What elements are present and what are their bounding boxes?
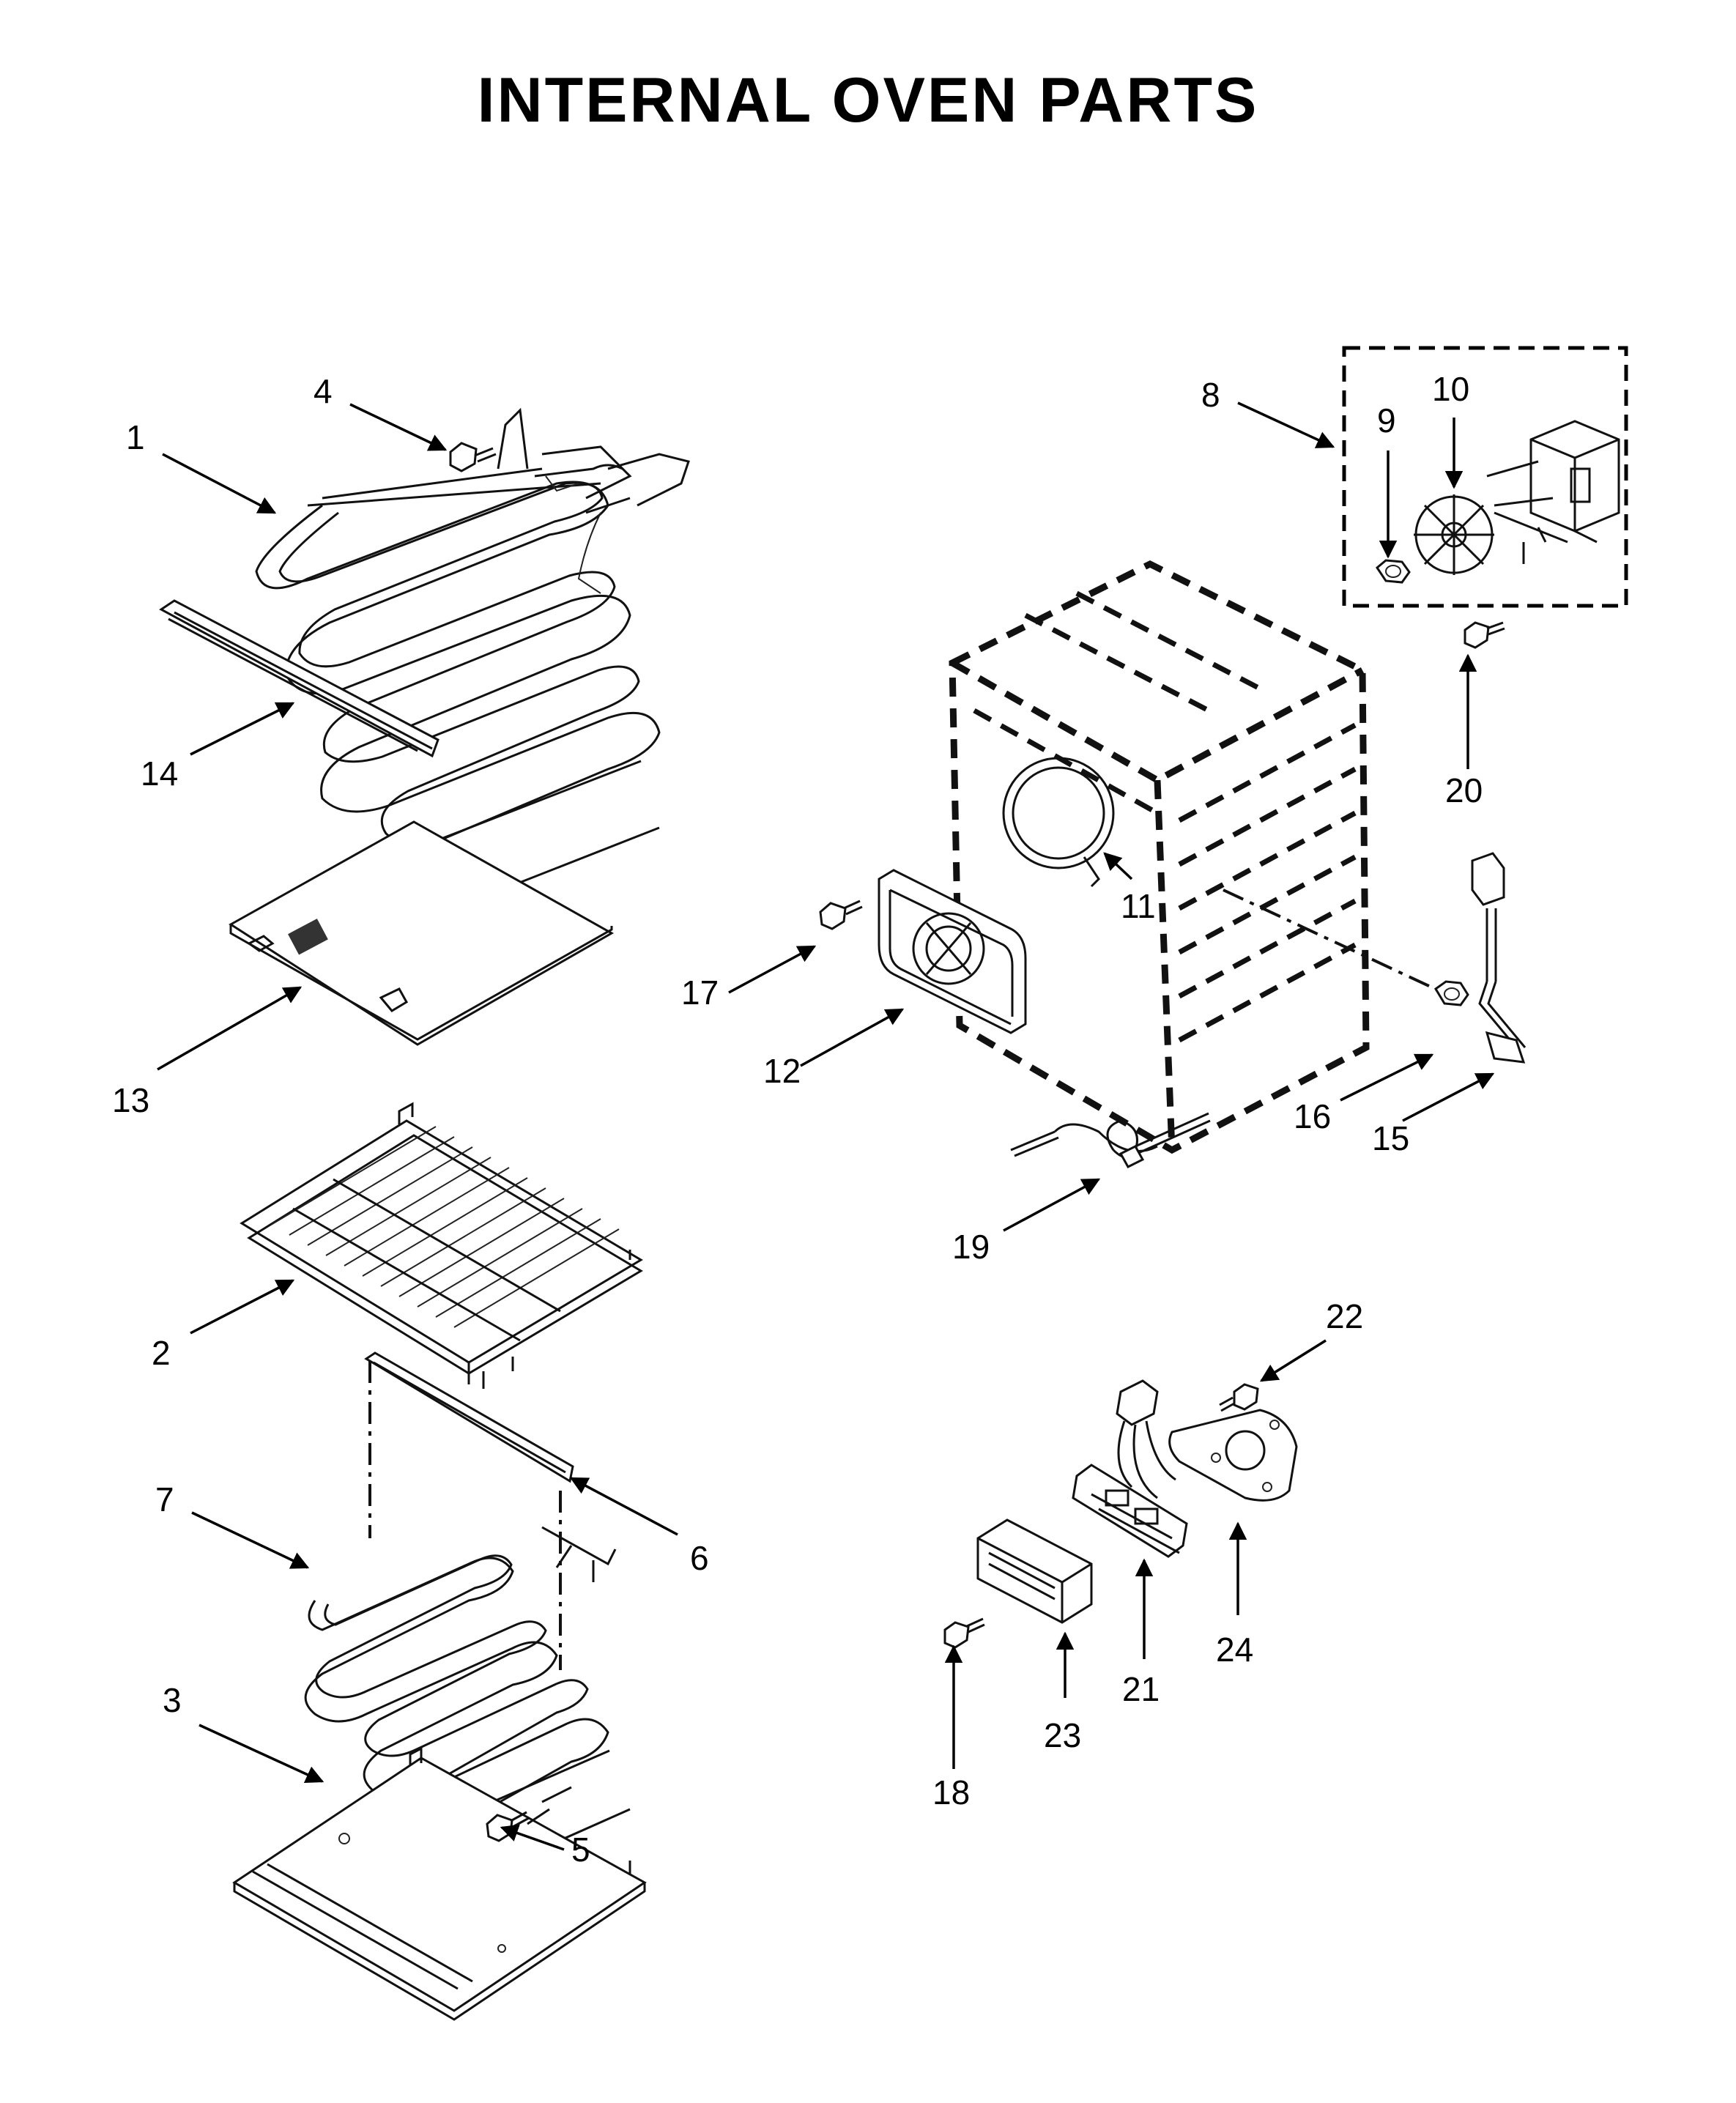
part-8-oven-cavity <box>949 560 1370 1154</box>
part-17-screw <box>819 900 863 930</box>
part-20-screw <box>1464 621 1505 649</box>
part-23-cover <box>976 1518 1093 1624</box>
part-18-screw <box>943 1617 985 1649</box>
callout-1: 1 <box>126 418 145 456</box>
callout-3: 3 <box>163 1681 182 1719</box>
callout-7: 7 <box>155 1480 174 1518</box>
part-2-oven-rack <box>240 1102 643 1389</box>
part-10-fan-blade <box>1414 494 1494 575</box>
part-21-terminal-block <box>1072 1379 1188 1558</box>
part-22-screw <box>1219 1383 1259 1412</box>
callout-21: 21 <box>1122 1670 1160 1708</box>
callout-5: 5 <box>571 1831 590 1869</box>
part-3-bottom-cover <box>232 1746 647 2021</box>
part-15-temp-sensor <box>1471 852 1527 1064</box>
part-6-rail <box>364 1351 574 1483</box>
callout-15: 15 <box>1372 1119 1409 1157</box>
part-19-meat-probe <box>1010 1112 1211 1168</box>
part-16-grommet <box>1434 980 1469 1006</box>
part-12-fan-cover <box>878 869 1027 1034</box>
callout-12: 12 <box>763 1052 801 1090</box>
callout-9: 9 <box>1377 401 1396 439</box>
callout-10: 10 <box>1432 370 1469 408</box>
callout-labels: 1 4 14 13 2 6 7 3 5 8 9 10 20 11 12 17 1… <box>112 370 1483 1869</box>
fan-assembly-box <box>1342 346 1628 608</box>
callout-23: 23 <box>1044 1716 1081 1754</box>
callout-14: 14 <box>141 754 178 793</box>
part-7-bake-element <box>304 1526 631 1877</box>
callout-11: 11 <box>1121 887 1156 925</box>
assembly-line-sensor <box>1223 889 1444 994</box>
callout-4: 4 <box>314 372 333 410</box>
part-9-nut <box>1376 559 1411 584</box>
page-title: INTERNAL OVEN PARTS <box>477 65 1259 136</box>
part-4-screw <box>449 442 497 472</box>
callout-8: 8 <box>1201 376 1220 414</box>
callout-24: 24 <box>1216 1631 1253 1669</box>
leader-lines <box>157 401 1495 1851</box>
part-14-element-shield <box>159 599 439 758</box>
callout-13: 13 <box>112 1081 149 1119</box>
part-1-broil-element <box>255 407 690 916</box>
part-24-gasket <box>1168 1409 1298 1502</box>
callout-22: 22 <box>1326 1297 1363 1335</box>
callout-19: 19 <box>952 1228 990 1266</box>
callout-6: 6 <box>690 1539 709 1577</box>
callout-2: 2 <box>152 1334 171 1372</box>
callout-17: 17 <box>681 973 719 1012</box>
part-13-oven-bottom <box>229 820 615 1046</box>
callout-16: 16 <box>1294 1097 1331 1135</box>
callout-20: 20 <box>1445 771 1483 809</box>
callout-18: 18 <box>932 1773 970 1811</box>
fan-motor <box>1486 420 1620 564</box>
